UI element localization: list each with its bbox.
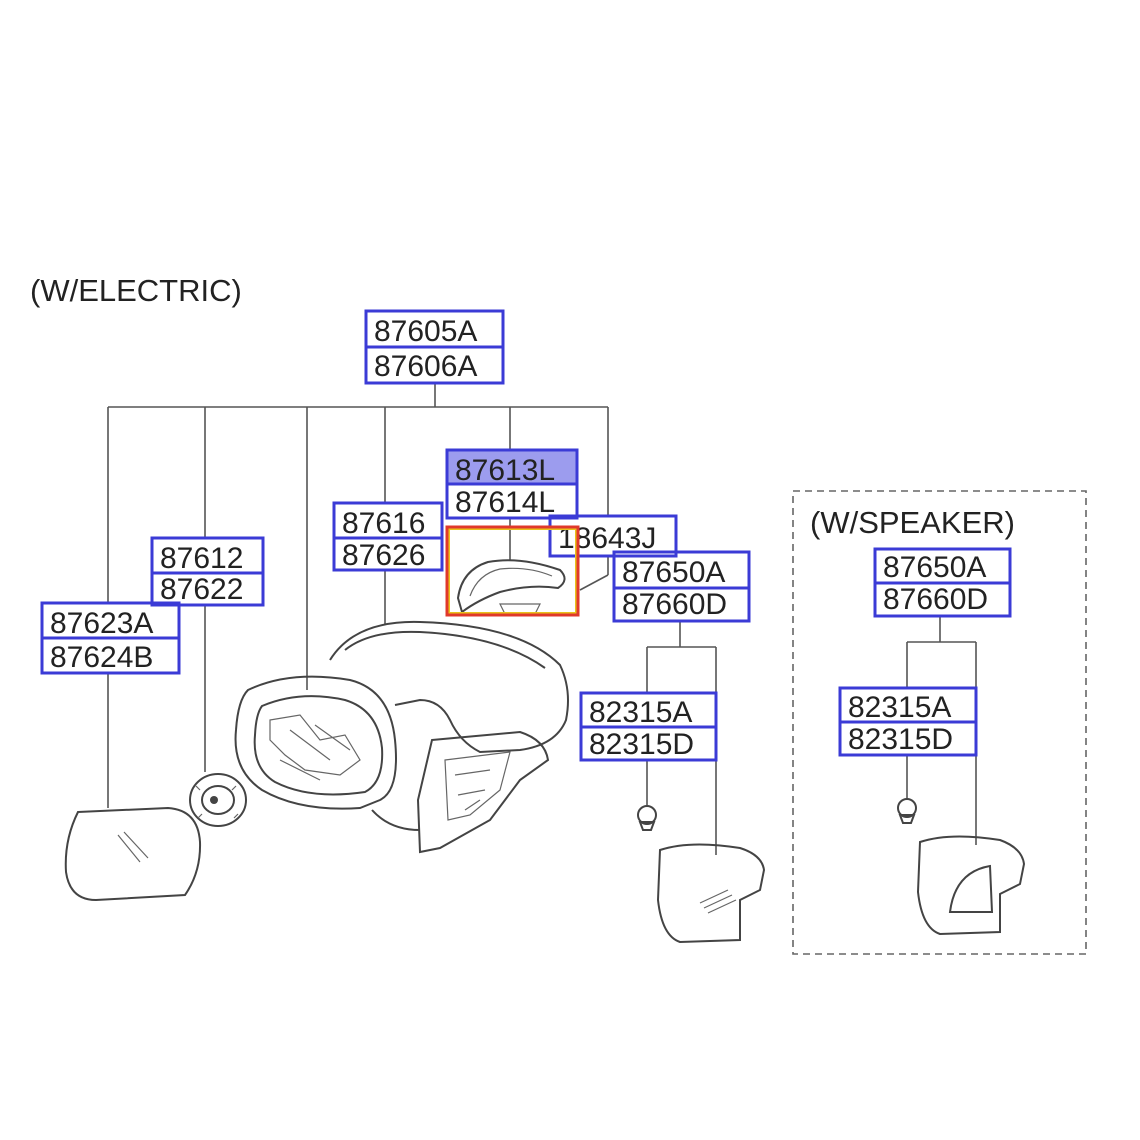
speaker-cover-part [916,835,1026,936]
callout-speaker-87650A-87660D[interactable]: 87650A 87660D [873,547,1012,618]
callout-82315A-82315D[interactable]: 82315A 82315D [579,691,718,762]
part-number-87613L: 87613L [455,454,555,487]
callout-speaker-82315A-82315D[interactable]: 82315A 82315D [838,686,978,757]
screw-part [637,805,657,831]
part-number-speaker-82315A: 82315A [848,691,951,724]
callout-87612-87622[interactable]: 87612 87622 [150,536,265,607]
selected-part-highlight[interactable] [445,525,580,617]
part-number-87622: 87622 [160,573,243,606]
callout-87623A-87624B[interactable]: 87623A 87624B [40,601,181,675]
callout-18643J[interactable]: 18643J [548,514,678,558]
part-number-82315A: 82315A [589,696,692,729]
selected-part-highlight-inner [448,528,577,614]
part-number-87605A: 87605A [374,315,477,348]
part-number-82315D: 82315D [589,728,694,761]
side-repeater-lamp-part [456,559,566,615]
callout-87605A-87606A[interactable]: 87605A 87606A [364,309,505,385]
part-number-speaker-87660D: 87660D [883,583,988,616]
section-title-electric: (W/ELECTRIC) [30,273,242,308]
mirror-glass-part [64,806,202,902]
part-number-87624B: 87624B [50,641,153,674]
part-number-87660D: 87660D [622,588,727,621]
callout-87616-87626[interactable]: 87616 87626 [332,501,444,572]
section-title-speaker: (W/SPEAKER) [810,505,1015,540]
part-number-87623A: 87623A [50,607,153,640]
callout-87613L-87614L[interactable]: 87613L 87614L [445,448,579,520]
mirror-base-part [416,730,550,854]
part-number-87616: 87616 [342,507,425,540]
callout-87650A-87660D[interactable]: 87650A 87660D [612,550,751,623]
part-number-87614L: 87614L [455,486,555,519]
speaker-screw-part [897,798,917,824]
part-number-87650A: 87650A [622,556,725,589]
speaker-group-frame [792,490,1087,955]
part-number-87612: 87612 [160,542,243,575]
part-number-speaker-87650A: 87650A [883,551,986,584]
mirror-actuator-part [189,773,247,827]
mirror-housing-part [234,620,569,831]
part-number-speaker-82315D: 82315D [848,723,953,756]
part-number-87626: 87626 [342,539,425,572]
part-number-87606A: 87606A [374,350,477,383]
mirror-cover-part [656,843,766,944]
leader-lines [107,383,977,855]
